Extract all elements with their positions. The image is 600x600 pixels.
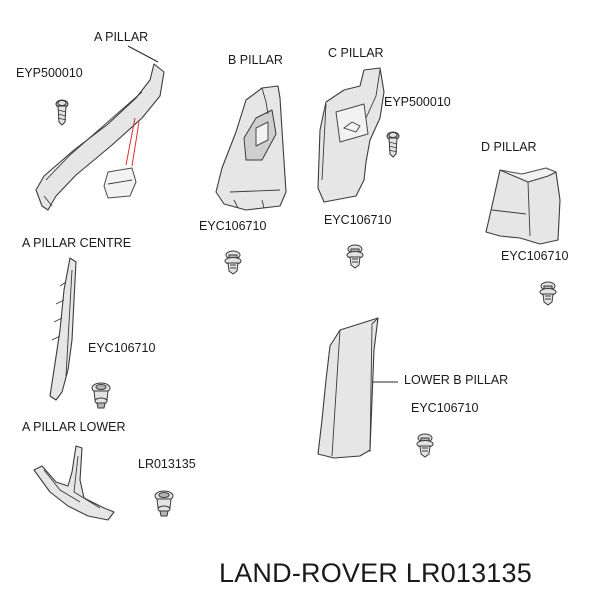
a-pillar-centre-group: A PILLAR CENTRE EYC106710 <box>22 236 155 409</box>
d-pillar-clip-code: EYC106710 <box>501 249 568 263</box>
a-pillar-lower-group: A PILLAR LOWER LR013135 <box>22 420 196 521</box>
lower-b-pillar-clip-code: EYC106710 <box>411 401 478 415</box>
a-pillar-centre-round-clip-icon <box>91 382 111 409</box>
d-pillar-group: D PILLAR EYC106710 <box>481 140 568 306</box>
b-pillar-label: B PILLAR <box>228 53 283 67</box>
b-pillar-group: B PILLAR EYC106710 <box>199 53 287 275</box>
a-pillar-trim <box>35 63 165 211</box>
a-pillar-leader <box>127 45 159 63</box>
d-pillar-push-clip-icon <box>539 281 557 306</box>
a-pillar-centre-label: A PILLAR CENTRE <box>22 236 131 250</box>
a-pillar-lower-label: A PILLAR LOWER <box>22 420 126 434</box>
a-pillar-clip-bracket <box>103 167 137 199</box>
b-pillar-clip-code: EYC106710 <box>199 219 266 233</box>
c-pillar-lower-clip-code: EYC106710 <box>324 213 391 227</box>
c-pillar-group: C PILLAR EYP500010 EYC106710 <box>317 46 451 269</box>
c-pillar-clip-code: EYP500010 <box>384 95 451 109</box>
c-pillar-screw-clip-icon <box>386 131 400 158</box>
a-pillar-group: A PILLAR EYP500010 <box>16 30 165 211</box>
highlight-leader <box>125 117 136 166</box>
b-pillar-push-clip-icon <box>224 250 242 275</box>
a-pillar-centre-clip-code: EYC106710 <box>88 341 155 355</box>
a-pillar-lower-round-clip-icon <box>154 490 174 517</box>
a-pillar-lower-clip-code: LR013135 <box>138 457 196 471</box>
a-pillar-label: A PILLAR <box>94 30 148 44</box>
c-pillar-label: C PILLAR <box>328 46 384 60</box>
d-pillar-label: D PILLAR <box>481 140 537 154</box>
d-pillar-trim <box>485 169 561 245</box>
a-pillar-clip-code: EYP500010 <box>16 66 83 80</box>
lower-b-pillar-trim <box>317 317 379 459</box>
brand-part-number: LAND-ROVER LR013135 <box>219 558 532 588</box>
lower-b-pillar-group: LOWER B PILLAR EYC106710 <box>317 317 508 459</box>
a-pillar-centre-trim <box>49 257 77 401</box>
c-pillar-push-clip-icon <box>346 244 364 269</box>
a-pillar-lower-trim <box>33 445 115 521</box>
lower-b-pillar-push-clip-icon <box>416 433 434 458</box>
lower-b-pillar-label: LOWER B PILLAR <box>404 373 508 387</box>
a-pillar-screw-clip-icon <box>55 99 69 126</box>
